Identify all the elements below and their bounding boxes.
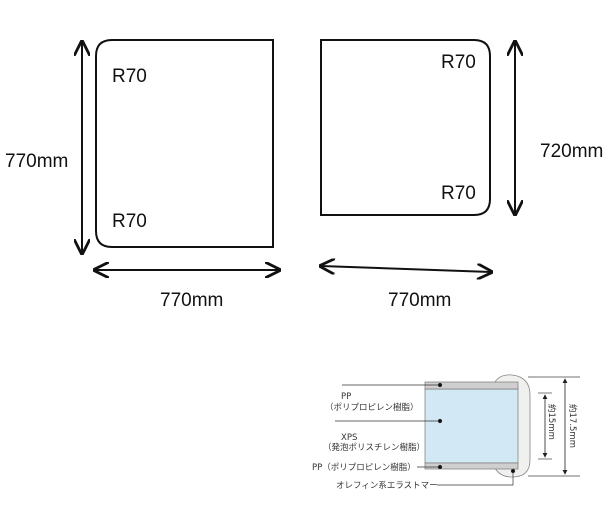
pp-bottom-layer (424, 462, 519, 470)
pp-top-detail: （ポリプロピレン樹脂） (325, 402, 419, 413)
pp-bottom-label: PP（ポリプロピレン樹脂） (312, 462, 416, 473)
right-panel: 720mm 770mm R70 R70 (320, 39, 603, 311)
inner-thickness-label: 約15mm (546, 404, 557, 440)
outer-thickness-label: 約17.5mm (567, 404, 578, 448)
left-corner-top-label: R70 (112, 66, 147, 87)
left-width-label: 770mm (160, 290, 223, 311)
elastomer-label: オレフィン系エラストマー (336, 480, 438, 491)
right-corner-bottom-label: R70 (441, 183, 476, 204)
pp-top-layer (424, 381, 519, 390)
right-width-label: 770mm (388, 290, 451, 311)
left-height-label: 770mm (5, 151, 68, 172)
left-panel: 770mm 770mm R70 R70 (5, 39, 279, 311)
pp-top-label: PP (341, 392, 351, 402)
xps-label: XPS (341, 433, 357, 443)
right-panel-outline (320, 39, 491, 216)
left-corner-bottom-label: R70 (112, 211, 147, 232)
cross-section: PP （ポリプロピレン樹脂） XPS （発泡ポリスチレン樹脂） PP（ポリプロピ… (312, 374, 580, 491)
xps-detail: （発泡ポリスチレン樹脂） (323, 442, 425, 453)
right-height-label: 720mm (540, 141, 603, 162)
right-width-arrow (321, 266, 491, 272)
left-panel-outline (95, 39, 274, 248)
xps-core (424, 388, 519, 464)
right-corner-top-label: R70 (441, 52, 476, 73)
